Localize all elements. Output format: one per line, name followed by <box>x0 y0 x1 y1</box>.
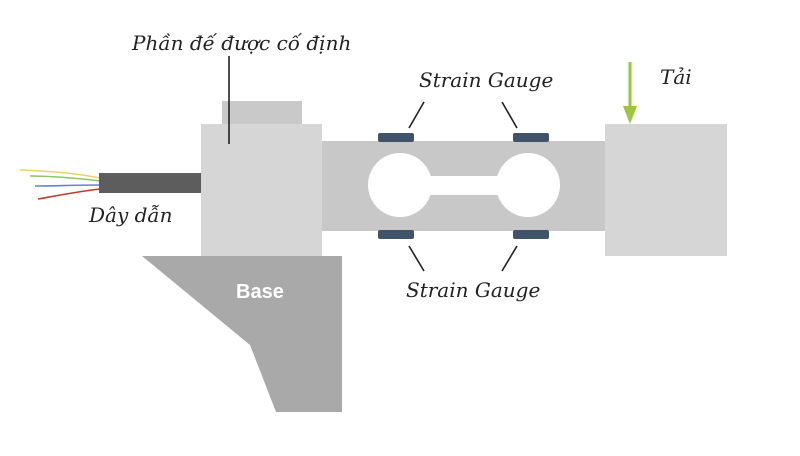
load-label: Tải <box>660 65 692 89</box>
fixed-part-label: Phần đế được cố định <box>131 31 351 55</box>
load-arrow-icon <box>623 62 637 124</box>
cable <box>99 173 201 193</box>
load-block <box>605 124 727 256</box>
beam-cutout <box>368 153 560 217</box>
strain-gauge-bottom-label: Strain Gauge <box>406 278 540 302</box>
leader-lines <box>228 56 518 272</box>
base-label: Base <box>236 281 284 303</box>
strain-gauge-top-left <box>378 133 414 142</box>
wire-bundle <box>19 169 101 200</box>
strain-gauge-bottom-left <box>378 230 414 239</box>
strain-gauge-top-right <box>513 133 549 142</box>
fixed-mount-cap <box>222 101 302 125</box>
base-shape <box>142 256 342 412</box>
strain-gauge-top-label: Strain Gauge <box>419 68 553 92</box>
strain-gauge-bottom-right <box>513 230 549 239</box>
wire-label: Dây dẫn <box>88 203 173 227</box>
fixed-mount-block <box>201 124 322 256</box>
